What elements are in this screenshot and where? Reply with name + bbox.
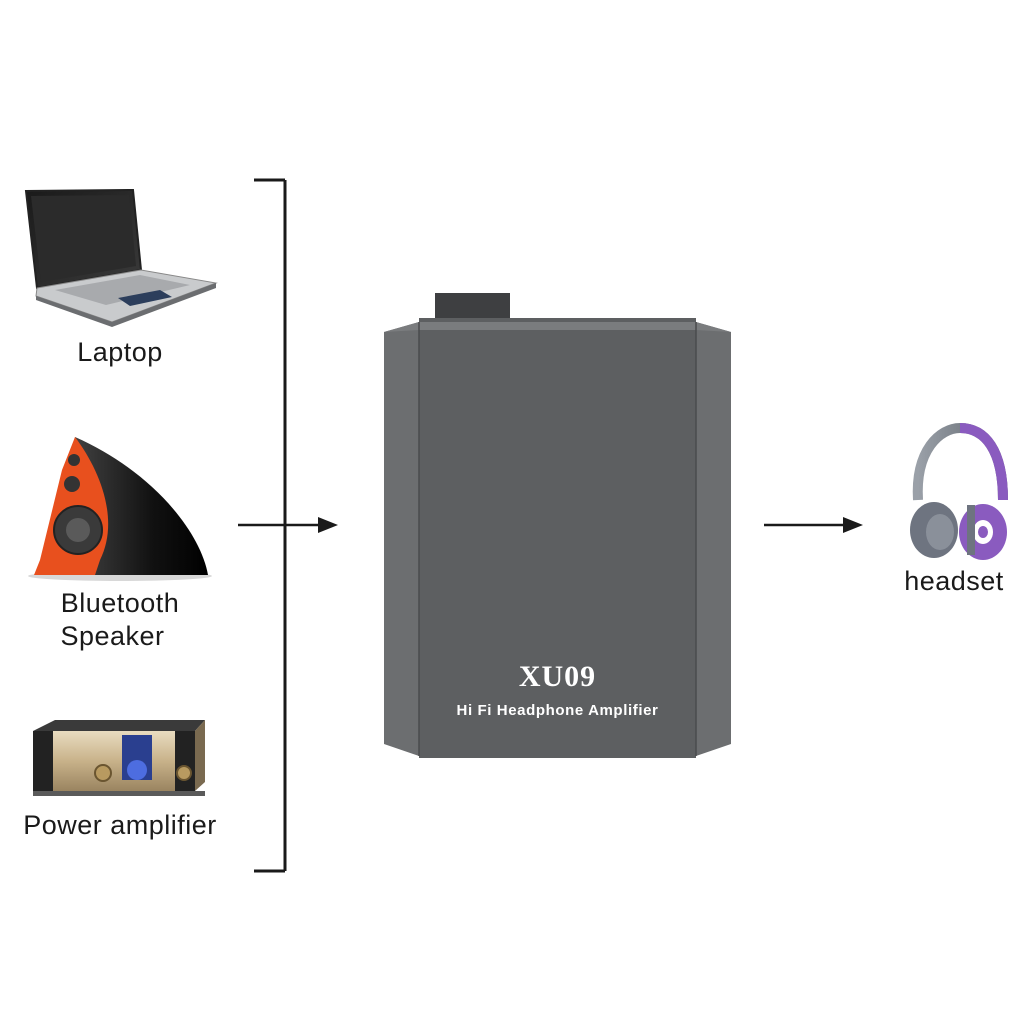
headset-icon [910,422,1008,560]
laptop-label: Laptop [77,337,163,367]
power-amplifier-label: Power amplifier [23,810,217,840]
headphone-amplifier-device [384,293,731,758]
bluetooth-speaker-label-line1: Bluetooth [60,588,180,618]
output-arrow [764,517,863,533]
power-amplifier-icon [33,720,205,796]
input-arrow [238,517,338,533]
device-model-text: XU09 [518,660,597,693]
bluetooth-speaker-label-line2: Speaker [60,621,165,651]
device-subtitle-text: Hi Fi Headphone Amplifier [456,702,659,719]
headset-label: headset [904,566,1004,596]
bluetooth-speaker-icon [28,437,212,581]
laptop-icon [24,188,218,327]
